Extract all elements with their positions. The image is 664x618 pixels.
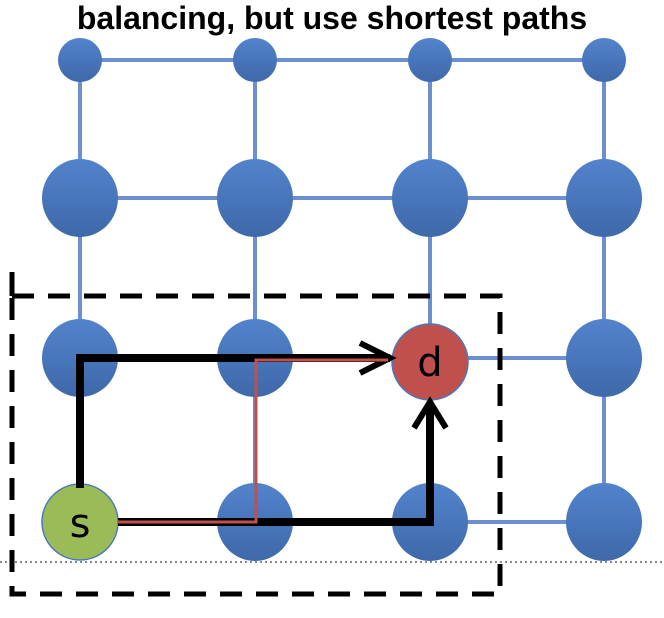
dashed-region-box (9, 293, 503, 597)
red-shortest-path (118, 358, 388, 524)
grid-node (42, 159, 118, 237)
grid-node (582, 38, 626, 82)
destination-label: d (417, 340, 442, 386)
grid-node (408, 38, 452, 82)
grid-node (392, 159, 468, 237)
grid-node (217, 159, 293, 237)
grid-node (566, 159, 642, 237)
grid-node (233, 38, 277, 82)
arrowhead-up-icon (411, 396, 449, 430)
grid-node (566, 483, 642, 561)
grid-edges (78, 58, 606, 524)
grid-nodes (42, 38, 642, 561)
grid-node (566, 319, 642, 397)
arrowhead-right-icon (358, 340, 397, 376)
source-label: s (70, 501, 91, 547)
grid-node (58, 38, 102, 82)
black-path-up-then-right (76, 354, 390, 488)
slide-title-cut: balancing, but use shortest paths (76, 0, 588, 36)
